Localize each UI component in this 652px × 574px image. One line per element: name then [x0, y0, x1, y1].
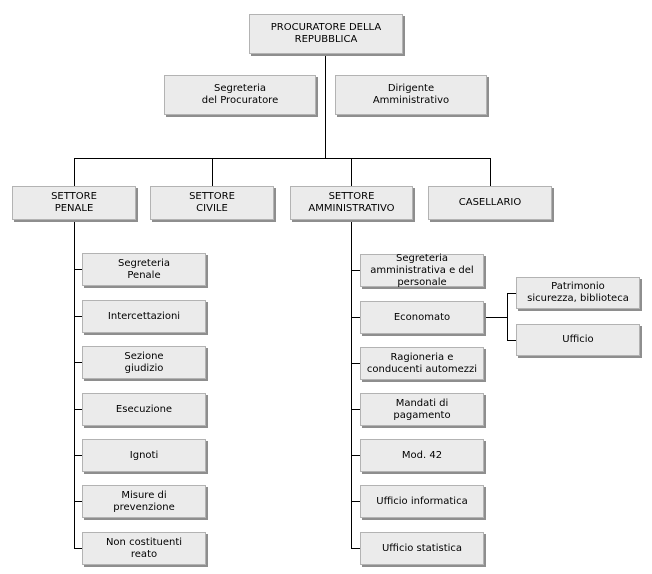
node-label: Segreteria Penale: [118, 257, 170, 281]
node-label: Segreteria amministrativa e del personal…: [370, 252, 474, 288]
node-procuratore: PROCURATORE DELLA REPUBBLICA: [249, 14, 403, 54]
node-label: Sezione giudizio: [124, 350, 164, 374]
node-label: Misure di prevenzione: [113, 489, 175, 513]
node-label: Segreteria del Procuratore: [201, 83, 279, 106]
node-label: PROCURATORE DELLA REPUBBLICA: [270, 22, 382, 45]
node-segreteria-procuratore: Segreteria del Procuratore: [164, 75, 316, 115]
node-label: Mandati di pagamento: [393, 397, 451, 421]
node-mandati-pagamento: Mandati di pagamento: [360, 393, 484, 426]
node-ufficio-informatica: Ufficio informatica: [360, 485, 484, 518]
node-dirigente-amministrativo: Dirigente Amministrativo: [335, 75, 487, 115]
node-label: SETTORE AMMINISTRATIVO: [308, 191, 395, 214]
node-label: Ufficio: [562, 334, 594, 345]
node-casellario: CASELLARIO: [428, 186, 552, 220]
node-label: SETTORE PENALE: [51, 191, 97, 214]
node-label: Ignoti: [129, 449, 159, 461]
node-ragioneria: Ragioneria e conducenti automezzi: [360, 347, 484, 380]
node-intercettazioni: Intercettazioni: [82, 300, 206, 333]
node-sezione-giudizio: Sezione giudizio: [82, 346, 206, 379]
node-label: Ufficio statistica: [381, 542, 463, 554]
node-ufficio-statistica: Ufficio statistica: [360, 532, 484, 565]
node-segreteria-amministrativa: Segreteria amministrativa e del personal…: [360, 252, 484, 288]
node-label: Mod. 42: [401, 449, 443, 461]
node-label: Ufficio informatica: [376, 495, 468, 507]
node-label: CASELLARIO: [458, 197, 522, 208]
node-ufficio: Ufficio: [516, 324, 640, 356]
node-label: Patrimonio sicurezza, biblioteca: [527, 281, 629, 304]
node-label: Ragioneria e conducenti automezzi: [366, 351, 478, 375]
node-label: Intercettazioni: [107, 310, 181, 322]
node-esecuzione: Esecuzione: [82, 393, 206, 426]
node-non-costituenti-reato: Non costituenti reato: [82, 532, 206, 565]
node-misure-prevenzione: Misure di prevenzione: [82, 485, 206, 518]
node-settore-penale: SETTORE PENALE: [12, 186, 136, 220]
node-settore-amministrativo: SETTORE AMMINISTRATIVO: [290, 186, 413, 220]
node-settore-civile: SETTORE CIVILE: [150, 186, 274, 220]
node-economato: Economato: [360, 301, 484, 334]
node-patrimonio: Patrimonio sicurezza, biblioteca: [516, 277, 640, 309]
node-ignoti: Ignoti: [82, 439, 206, 472]
node-label: Non costituenti reato: [105, 536, 183, 560]
node-label: Economato: [393, 311, 451, 323]
node-label: Dirigente Amministrativo: [372, 83, 450, 106]
node-segreteria-penale: Segreteria Penale: [82, 253, 206, 286]
node-mod42: Mod. 42: [360, 439, 484, 472]
node-label: Esecuzione: [115, 403, 173, 415]
node-label: SETTORE CIVILE: [189, 191, 235, 214]
